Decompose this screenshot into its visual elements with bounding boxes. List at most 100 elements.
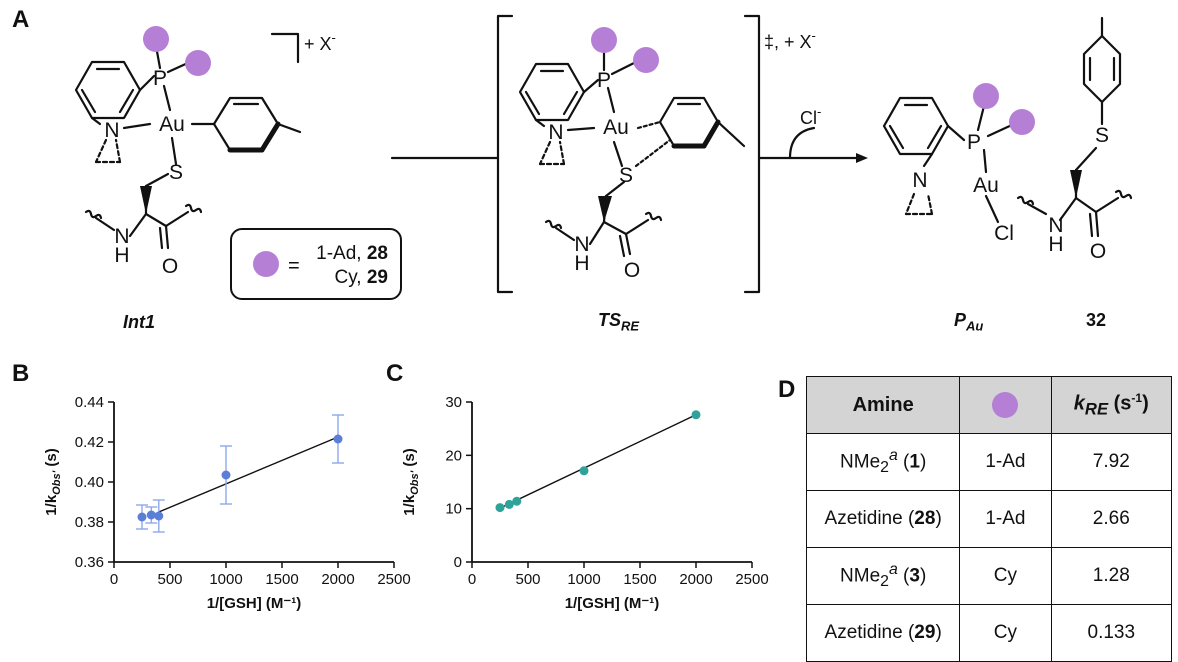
compound-32-label: 32 bbox=[1086, 310, 1107, 330]
ligand-circle-icon bbox=[633, 47, 659, 73]
data-point bbox=[495, 503, 505, 513]
kre-cell: 7.92 bbox=[1050, 433, 1173, 491]
amine-cell: NMe2a (3) bbox=[805, 547, 961, 605]
ts-stereo-wedge bbox=[598, 196, 612, 222]
x-tick-label: 0 bbox=[110, 571, 118, 588]
int1-structure bbox=[74, 44, 302, 250]
x-axis-label: 1/[GSH] (M⁻¹) bbox=[207, 595, 302, 612]
atom-n: N bbox=[104, 119, 119, 142]
ligand-circle-icon bbox=[185, 50, 211, 76]
atom-h: H bbox=[1048, 233, 1063, 256]
atom-p: P bbox=[967, 131, 981, 154]
atom-n: N bbox=[548, 121, 563, 144]
atom-n: N bbox=[114, 225, 129, 248]
panel-letter-d: D bbox=[778, 376, 796, 403]
pau-structure bbox=[882, 96, 1016, 224]
header-kre: kRE (s-1) bbox=[1050, 376, 1173, 434]
atom-s: S bbox=[619, 164, 633, 187]
pau-label: PAu bbox=[954, 310, 984, 334]
header-amine: Amine bbox=[805, 376, 961, 434]
y-tick-label: 0 bbox=[454, 554, 462, 571]
ts-label: TSRE bbox=[598, 310, 640, 334]
chloride-reagent: Cl- bbox=[800, 104, 821, 128]
y-tick-label: 0.44 bbox=[75, 394, 104, 411]
kre-table: Amine kRE (s-1) NMe2a (1) 1-Ad 7.92 Azet… bbox=[805, 376, 1173, 662]
ligand-circle-icon bbox=[591, 27, 617, 53]
table-header-row: Amine kRE (s-1) bbox=[805, 376, 1173, 434]
ligand-circle-icon bbox=[992, 392, 1019, 418]
kre-cell: 0.133 bbox=[1050, 604, 1173, 662]
atom-au: Au bbox=[159, 113, 185, 136]
y-tick-label: 0.36 bbox=[75, 554, 104, 571]
kre-cell: 2.66 bbox=[1050, 490, 1173, 548]
atom-h: H bbox=[574, 252, 589, 275]
y-tick-label: 10 bbox=[445, 501, 462, 518]
atom-h: H bbox=[114, 244, 129, 267]
data-point bbox=[333, 434, 343, 444]
ligand-cell: 1-Ad bbox=[959, 433, 1052, 491]
amine-cell: NMe2a (1) bbox=[805, 433, 961, 491]
panel-letter-a: A bbox=[12, 6, 30, 33]
data-point bbox=[154, 511, 164, 521]
y-axis-label: 1/kObs' (s) bbox=[43, 448, 63, 515]
ligand-circles bbox=[143, 26, 1035, 135]
cmpd32-stereo-wedge bbox=[1070, 170, 1082, 198]
panel-letter-b: B bbox=[12, 360, 30, 387]
ts-charge: ‡, + X- bbox=[764, 28, 816, 52]
x-tick-label: 500 bbox=[515, 571, 540, 588]
atom-o: O bbox=[624, 259, 640, 282]
x-tick-label: 500 bbox=[157, 571, 182, 588]
ligand-circle-icon bbox=[253, 251, 279, 277]
reaction-scheme: P Au N S N H O P Au N S N H O P Au N Cl … bbox=[74, 14, 1133, 294]
atom-n: N bbox=[912, 169, 927, 192]
x-tick-label: 1000 bbox=[567, 571, 600, 588]
atom-o: O bbox=[1090, 240, 1106, 263]
table-row: NMe2a (1) 1-Ad 7.92 bbox=[805, 433, 1173, 491]
x-tick-label: 2500 bbox=[735, 571, 768, 588]
amine-cell: Azetidine (28) bbox=[805, 490, 961, 548]
x-tick-label: 1500 bbox=[265, 571, 298, 588]
fit-line bbox=[499, 414, 697, 509]
ligand-cell: Cy bbox=[959, 604, 1052, 662]
data-point bbox=[504, 499, 514, 509]
amine-cell: Azetidine (29) bbox=[805, 604, 961, 662]
atom-o: O bbox=[162, 255, 178, 278]
atom-au: Au bbox=[973, 174, 999, 197]
table-row: NMe2a (3) Cy 1.28 bbox=[805, 547, 1173, 605]
ligand-circle-icon bbox=[143, 26, 169, 52]
ligand-circle-icon bbox=[973, 83, 999, 109]
data-point bbox=[137, 512, 147, 522]
y-tick-label: 30 bbox=[445, 394, 462, 411]
atom-p: P bbox=[153, 67, 167, 90]
data-point bbox=[146, 510, 156, 520]
legend-equals: = bbox=[288, 255, 300, 277]
atom-n: N bbox=[1048, 214, 1063, 237]
fit-line bbox=[158, 436, 339, 513]
legend-line-2: Cy, 29 bbox=[334, 267, 388, 288]
atom-s: S bbox=[1095, 124, 1109, 147]
ts-structure bbox=[518, 48, 746, 258]
x-tick-label: 0 bbox=[468, 571, 476, 588]
x-axis-label: 1/[GSH] (M⁻¹) bbox=[565, 595, 660, 612]
legend-line-1: 1-Ad, 28 bbox=[316, 243, 388, 264]
ligand-legend: = 1-Ad, 28 Cy, 29 bbox=[230, 228, 402, 300]
ligand-cell: 1-Ad bbox=[959, 490, 1052, 548]
x-tick-label: 2500 bbox=[377, 571, 410, 588]
y-tick-label: 20 bbox=[445, 447, 462, 464]
header-ligand bbox=[959, 376, 1052, 434]
ligand-cell: Cy bbox=[959, 547, 1052, 605]
ligand-circle-icon bbox=[1009, 109, 1035, 135]
atom-s: S bbox=[169, 161, 183, 184]
atom-n: N bbox=[574, 233, 589, 256]
int1-label: Int1 bbox=[123, 312, 156, 332]
table-row: Azetidine (29) Cy 0.133 bbox=[805, 604, 1173, 662]
atom-cl: Cl bbox=[994, 222, 1014, 245]
int1-charge: + X- bbox=[304, 30, 336, 54]
panel-letter-c: C bbox=[386, 360, 404, 387]
data-point bbox=[512, 496, 522, 506]
chart-c: 0 500 1000 1500 2000 2500 0 10 20 30 1/[GSH] (M⁻¹)… bbox=[401, 394, 769, 612]
table-row: Azetidine (28) 1-Ad 2.66 bbox=[805, 490, 1173, 548]
x-tick-label: 1500 bbox=[623, 571, 656, 588]
x-tick-label: 2000 bbox=[679, 571, 712, 588]
data-point bbox=[579, 466, 589, 476]
